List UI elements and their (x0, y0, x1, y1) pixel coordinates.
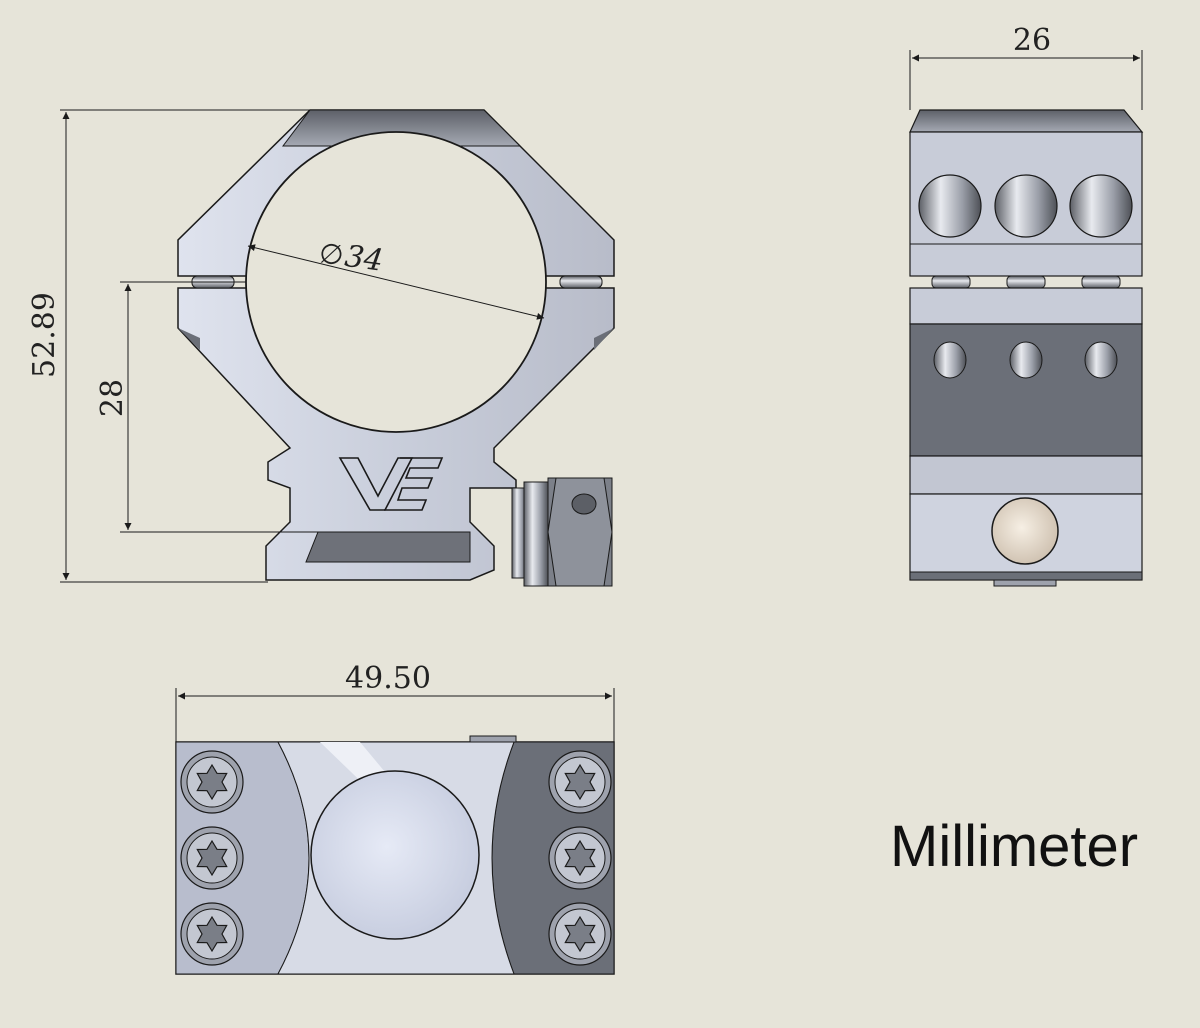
side-cap-bevel (909, 109, 1144, 133)
torx-screw-5 (548, 826, 612, 890)
torx-screw-3 (180, 902, 244, 966)
dim-ring-diameter: ∅ 34 (247, 236, 545, 320)
diameter-symbol: ∅ (317, 236, 346, 272)
side-width-label: 26 (1013, 23, 1051, 58)
ring-top-bevel (282, 109, 522, 147)
side-screw-top-1 (918, 174, 982, 238)
dim-side-width: 26 (909, 23, 1143, 110)
dim-top-length: 49.50 (175, 661, 615, 742)
side-body-upper (909, 287, 1143, 325)
dim-overall-height: 52.89 (27, 109, 312, 583)
split-pin-right (559, 275, 603, 289)
front-view (177, 109, 615, 587)
top-center-disk (310, 770, 480, 940)
torx-screw-6 (548, 902, 612, 966)
top-view (175, 735, 615, 975)
brand-logo (338, 457, 444, 511)
clamp-bolt (511, 477, 613, 587)
side-screw-top-3 (1069, 174, 1133, 238)
side-screw-top-2 (994, 174, 1058, 238)
unit-label: Millimeter (890, 814, 1139, 879)
dim-center-height: 28 (95, 281, 320, 533)
side-view (909, 109, 1144, 587)
torx-screws (180, 750, 612, 966)
cross-pin (991, 497, 1059, 565)
top-length-label: 49.50 (345, 661, 431, 696)
overall-height-label: 52.89 (27, 292, 62, 378)
torx-screw-2 (180, 826, 244, 890)
center-height-label: 28 (95, 379, 130, 417)
ring-diameter-label: 34 (343, 239, 386, 279)
rail-slot (305, 531, 471, 563)
side-body-band (909, 455, 1143, 495)
torx-screw-4 (548, 750, 612, 814)
torx-screw-1 (180, 750, 244, 814)
